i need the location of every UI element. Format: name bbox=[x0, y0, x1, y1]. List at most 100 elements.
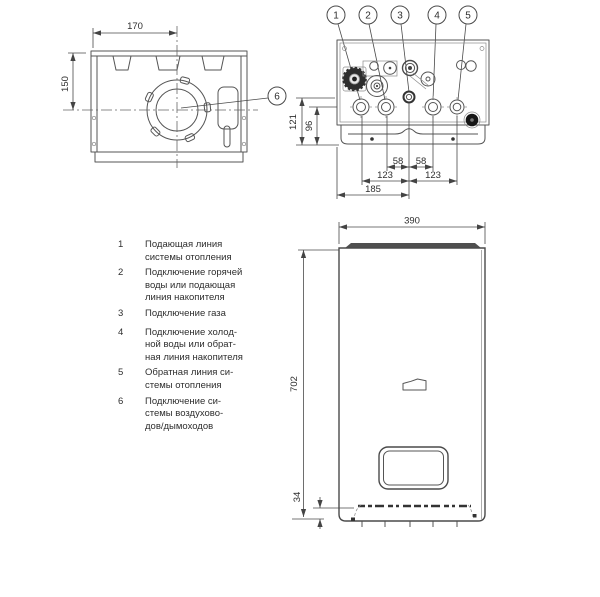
dim-label-58-right: 58 bbox=[416, 156, 427, 167]
valve-fitting bbox=[420, 71, 436, 87]
legend-line: системы отопления bbox=[145, 251, 232, 263]
callout-circle-2 bbox=[358, 5, 378, 25]
legend-line: ная линия накопителя bbox=[145, 351, 243, 363]
legend-item-5: 5 Обратная линия си- стемы отопления bbox=[118, 367, 288, 392]
legend: 1 Подающая линия системы отопления 2 Под… bbox=[118, 239, 288, 436]
side-slot bbox=[223, 125, 231, 148]
legend-item-4: 4 Подключение холод- ной воды или обрат-… bbox=[118, 327, 288, 365]
legend-line: Подключение си- bbox=[145, 395, 222, 407]
dim-702: 702 bbox=[289, 249, 339, 520]
callout-circle-4 bbox=[427, 5, 447, 25]
mounting-strap bbox=[409, 72, 430, 90]
dim-label-185: 185 bbox=[365, 184, 381, 195]
side-bracket bbox=[217, 86, 239, 130]
callout-circle-1 bbox=[326, 5, 346, 25]
pipe-ports bbox=[350, 90, 467, 118]
callout-number-3: 3 bbox=[397, 11, 403, 22]
bottom-view-body bbox=[336, 39, 490, 126]
bottom-connection-stubs bbox=[351, 514, 477, 527]
legend-line: воды или подающая bbox=[145, 279, 236, 291]
legend-number: 4 bbox=[118, 326, 124, 338]
hidden-connection-strip bbox=[353, 504, 474, 521]
legend-line: стемы воздухово- bbox=[145, 408, 224, 420]
dim-label-170: 170 bbox=[127, 21, 143, 32]
legend-line: ной воды или обрат- bbox=[145, 339, 236, 351]
top-view-rear-band bbox=[94, 151, 244, 163]
condensate-outlet bbox=[463, 111, 481, 129]
dim-label-150: 150 bbox=[60, 76, 71, 92]
dim-150: 150 bbox=[60, 52, 86, 110]
legend-item-6: 6 Подключение си- стемы воздухово- дов/д… bbox=[118, 396, 288, 434]
callout-circle-3 bbox=[390, 5, 410, 25]
dim-label-34: 34 bbox=[292, 492, 303, 503]
legend-number: 5 bbox=[118, 367, 124, 379]
panel-screw bbox=[342, 46, 347, 51]
flue-opening bbox=[144, 76, 212, 143]
dim-34: 34 bbox=[292, 492, 354, 529]
legend-text: Подключение горячей воды или подающая ли… bbox=[145, 267, 242, 305]
bottom-tray bbox=[340, 125, 486, 145]
dim-label-123-left: 123 bbox=[377, 170, 393, 181]
port-4 bbox=[422, 96, 444, 118]
dim-label-123-right: 123 bbox=[425, 170, 441, 181]
control-panel-outer bbox=[378, 446, 449, 490]
legend-item-2: 2 Подключение горячей воды или подающая … bbox=[118, 267, 288, 305]
flue-flange-tabs bbox=[144, 76, 212, 143]
port-3-gas bbox=[402, 90, 416, 104]
dim-label-96: 96 bbox=[304, 121, 315, 132]
callout-number-5: 5 bbox=[465, 11, 471, 22]
legend-line: Подающая линия bbox=[145, 239, 223, 250]
small-fitting bbox=[369, 61, 379, 71]
dim-label-58-left: 58 bbox=[393, 156, 404, 167]
dim-port-spacing: 58 58 123 123 185 bbox=[336, 103, 458, 199]
connection-1-heating-flow bbox=[342, 66, 367, 92]
leader-line-6 bbox=[180, 97, 269, 109]
callout-6: 6 bbox=[180, 86, 287, 109]
legend-line: дов/дымоходов bbox=[145, 420, 214, 432]
bottom-view: 1 2 3 4 5 bbox=[288, 5, 490, 199]
legend-line: линия накопителя bbox=[145, 292, 225, 304]
legend-item-3: 3 Подключение газа bbox=[118, 308, 288, 321]
fitting-with-pin bbox=[383, 61, 397, 75]
legend-line: Подключение газа bbox=[145, 307, 226, 319]
callout-circle-6 bbox=[267, 86, 287, 106]
legend-line: стемы отопления bbox=[145, 379, 222, 391]
panel-screw bbox=[479, 46, 485, 51]
legend-number: 3 bbox=[118, 307, 124, 319]
legend-line: Обратная линия си- bbox=[145, 367, 234, 379]
front-view: 390 702 34 bbox=[289, 216, 486, 529]
port-1 bbox=[350, 96, 372, 118]
port-5 bbox=[447, 97, 467, 117]
dim-121-96: 121 96 bbox=[288, 97, 339, 146]
callouts-1-5: 1 2 3 4 5 bbox=[326, 5, 478, 25]
dim-170: 170 bbox=[92, 21, 177, 48]
legend-item-1: 1 Подающая линия системы отопления bbox=[118, 239, 288, 264]
callout-number-4: 4 bbox=[434, 11, 440, 22]
legend-line: Подключение горячей bbox=[145, 267, 243, 279]
port-2 bbox=[375, 96, 397, 118]
brand-badge bbox=[402, 378, 427, 391]
dim-label-121: 121 bbox=[288, 114, 299, 130]
legend-text: Подключение си- стемы воздухово- дов/дым… bbox=[145, 396, 223, 434]
front-casing bbox=[338, 247, 486, 522]
callout-number-6: 6 bbox=[274, 92, 280, 103]
control-panel-display bbox=[383, 450, 444, 486]
dim-label-702: 702 bbox=[289, 376, 300, 392]
legend-text: Подключение холод- ной воды или обрат- н… bbox=[145, 327, 243, 365]
gas-valve bbox=[401, 59, 419, 77]
legend-text: Подающая линия системы отопления bbox=[145, 239, 232, 264]
connection-2-dhw-valve bbox=[366, 75, 388, 97]
legend-number: 2 bbox=[118, 267, 124, 279]
top-cover-strip bbox=[345, 243, 481, 248]
right-fitting bbox=[465, 60, 477, 72]
callout-circle-5 bbox=[458, 5, 478, 25]
dim-390: 390 bbox=[338, 216, 486, 244]
dim-label-390: 390 bbox=[404, 216, 420, 227]
legend-text: Обратная линия си- стемы отопления bbox=[145, 367, 233, 392]
callout-number-1: 1 bbox=[333, 11, 339, 22]
legend-number: 1 bbox=[118, 239, 124, 250]
legend-text: Подключение газа bbox=[145, 308, 226, 321]
callout-number-2: 2 bbox=[365, 11, 371, 22]
